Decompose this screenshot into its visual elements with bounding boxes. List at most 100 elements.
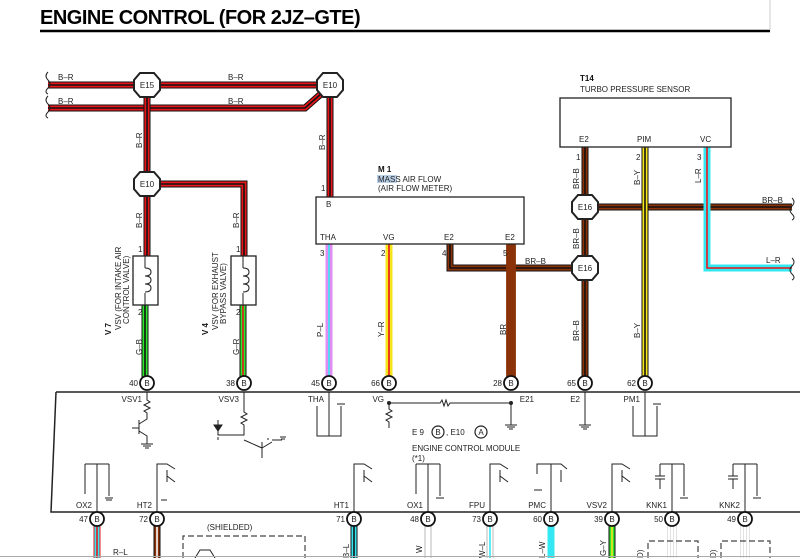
component-name-rest: AIR FLOW	[401, 175, 442, 184]
wire-label: R–L	[113, 548, 128, 557]
vsv-v7: 1 2 V 7 VSV (FOR INTAKE AIR CONTROL VALV…	[104, 245, 159, 335]
pin-label: VG	[372, 395, 384, 404]
pin-label: HT1	[334, 501, 350, 510]
shielded-wire-icon	[194, 549, 216, 558]
connector-pin-badge	[664, 511, 680, 527]
connector-badge	[474, 425, 488, 439]
transistor-icon	[489, 463, 509, 512]
pin-label: KNK2	[719, 501, 740, 510]
wire-label: BR–B	[572, 320, 581, 341]
junction-e10-mid[interactable]: E10	[133, 171, 161, 197]
pin-label: HT2	[137, 501, 153, 510]
terminal-label: VG	[383, 233, 395, 242]
terminal-label: E2	[505, 233, 515, 242]
transistor-icon	[611, 463, 631, 512]
wire-label: BR–B	[762, 196, 783, 205]
wire-insulation	[147, 180, 248, 256]
transistor-icon	[156, 463, 176, 512]
wire-label: G–R	[232, 338, 241, 355]
junction-e16-top[interactable]: E16	[571, 194, 599, 220]
connector-letter: B	[94, 515, 99, 524]
wire-br-b-e2	[446, 244, 585, 272]
connector-letter: A	[478, 428, 484, 437]
ground-icon	[505, 424, 517, 430]
shielded-label: (SHIELDED)	[207, 523, 253, 532]
component-name: BYPASS VALVE)	[219, 263, 228, 324]
pin-number: 4	[442, 249, 447, 258]
connector-letter: B	[425, 515, 430, 524]
component-name: VSV (FOR INTAKE AIR	[114, 246, 123, 330]
mass-air-flow-meter-m1: M 1 MASS AIR FLOW (AIR FLOW METER) B THA…	[315, 165, 525, 258]
junction-e15[interactable]: E15	[133, 72, 161, 98]
pin-label: THA	[308, 395, 325, 404]
transistor-icon	[534, 463, 568, 512]
wire-label: W	[415, 545, 424, 553]
wire-l-r	[703, 147, 792, 272]
coil-icon	[144, 267, 152, 293]
connector-pin-badge	[503, 375, 519, 391]
terminal-label: VC	[700, 135, 711, 144]
junction-label: E10	[323, 81, 338, 90]
connector-letter: B	[386, 379, 391, 388]
wire-label: L–W	[538, 541, 547, 558]
junction-e10-top[interactable]: E10	[316, 72, 344, 98]
wire-label: W–L	[478, 541, 487, 558]
connector-letter: B	[609, 515, 614, 524]
connector-pin-badge	[420, 511, 436, 527]
pin-number: 1	[321, 184, 326, 193]
wire-label: D)	[636, 549, 645, 558]
wire-label: D)	[709, 549, 718, 558]
connector-pin-badge	[543, 511, 559, 527]
connector-letter: B	[487, 515, 492, 524]
component-name: (AIR FLOW METER)	[378, 184, 453, 193]
turbo-pressure-sensor-t14: T14 TURBO PRESSURE SENSOR E2 PIM VC 1 2 …	[559, 74, 732, 162]
component-code: V 4	[201, 322, 210, 335]
component-name: CONTROL VALVE)	[122, 255, 131, 324]
connector-letter: B	[508, 379, 513, 388]
connector-pin-badge	[236, 375, 252, 391]
pin-label: PMC	[528, 501, 546, 510]
pin-number: 2	[236, 308, 241, 317]
junctions: E15 E10 E10 E16 E16	[133, 72, 599, 281]
pin-number: 45	[311, 379, 320, 388]
highlighted-text: MASS	[378, 175, 401, 184]
pin-number: 72	[139, 515, 148, 524]
wire-label: G–Y	[599, 539, 608, 556]
pin-number: 50	[654, 515, 663, 524]
connector-pin-badge	[139, 375, 155, 391]
connector-code: , E10	[446, 428, 465, 437]
junction-e16-bottom[interactable]: E16	[571, 255, 599, 281]
wire-label: Y–R	[377, 321, 386, 337]
wire-label: L–R	[766, 256, 781, 265]
wire-label: B–Y	[633, 169, 642, 185]
wire-label: L–R	[694, 168, 703, 183]
connector-letter: B	[642, 379, 647, 388]
wire-label: BR–B	[572, 228, 581, 249]
text-selection-highlight	[377, 175, 397, 183]
component-code: T14	[580, 74, 594, 83]
pin-number: 62	[627, 379, 636, 388]
wire-tracer-stripe	[147, 183, 245, 256]
pin-number: 1	[138, 245, 143, 254]
connector-pin-badge	[604, 511, 620, 527]
transistor-icon	[132, 392, 153, 449]
m1-body	[315, 196, 525, 245]
pin-number: 40	[129, 379, 138, 388]
wire-tracer-stripe	[449, 244, 585, 269]
